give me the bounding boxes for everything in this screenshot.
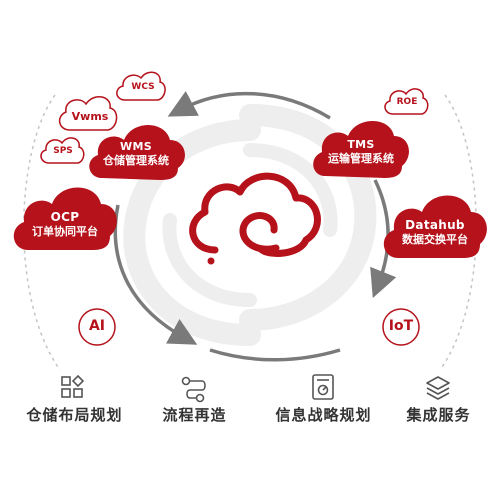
wms-cloud-shape xyxy=(89,125,185,180)
layers-icon xyxy=(426,376,450,400)
service-label-process-reengineering: 流程再造 xyxy=(162,406,227,424)
process-flow-icon xyxy=(181,376,206,403)
wms-cloud[interactable]: WMS 仓储管理系统 xyxy=(86,140,186,168)
ocp-cloud-shape xyxy=(13,187,117,250)
service-item-info-strategy[interactable]: 信息战略规划 xyxy=(261,372,386,425)
service-label-warehouse-layout: 仓储布局规划 xyxy=(26,406,123,424)
service-item-process-reengineering[interactable]: 流程再造 xyxy=(132,372,257,425)
vwms-label: Vwms xyxy=(71,110,109,123)
right-dashed-arc xyxy=(439,94,477,371)
tms-subtitle: 运输管理系统 xyxy=(328,151,394,165)
center-cloud-logo-icon xyxy=(189,172,321,265)
wms-title: WMS xyxy=(120,140,152,153)
datahub-cloud[interactable]: Datahub 数据交换平台 xyxy=(382,218,488,247)
tms-cloud[interactable]: TMS 运输管理系统 xyxy=(311,138,411,166)
sps-label: SPS xyxy=(53,146,73,156)
service-item-integration[interactable]: 集成服务 xyxy=(376,372,500,425)
iot-badge-circle xyxy=(382,308,420,346)
datahub-subtitle: 数据交换平台 xyxy=(402,233,468,246)
vwms-cloud-shape xyxy=(58,96,118,131)
wcs-label: WCS xyxy=(131,82,155,92)
service-label-integration: 集成服务 xyxy=(406,406,471,424)
sps-cloud-shape xyxy=(40,137,85,164)
datahub-title: Datahub xyxy=(405,218,465,232)
wms-subtitle: 仓储管理系统 xyxy=(103,153,169,167)
service-item-warehouse-layout[interactable]: 仓储布局规划 xyxy=(12,372,137,425)
ocp-title: OCP xyxy=(50,210,80,224)
tms-title: TMS xyxy=(347,138,375,151)
bottom-cycle-arrow xyxy=(209,348,341,362)
right-cycle-arrow xyxy=(370,179,397,299)
service-label-info-strategy: 信息战略规划 xyxy=(275,406,372,424)
datahub-cloud-shape xyxy=(383,195,487,258)
document-strategy-icon xyxy=(312,374,334,400)
iot-badge: IoT xyxy=(388,318,414,334)
ocp-cloud[interactable]: OCP 订单协同平台 xyxy=(12,210,118,239)
ai-badge-circle xyxy=(78,308,116,346)
left-dashed-arc xyxy=(23,94,61,371)
roe-label: ROE xyxy=(396,97,418,107)
tms-cloud-shape xyxy=(313,121,409,178)
grid-apps-icon xyxy=(61,374,85,398)
ai-badge: AI xyxy=(88,318,106,334)
ocp-subtitle: 订单协同平台 xyxy=(32,225,98,238)
wcs-cloud-shape xyxy=(116,71,166,101)
roe-cloud-shape xyxy=(384,88,429,115)
top-cycle-arrow xyxy=(167,91,331,120)
